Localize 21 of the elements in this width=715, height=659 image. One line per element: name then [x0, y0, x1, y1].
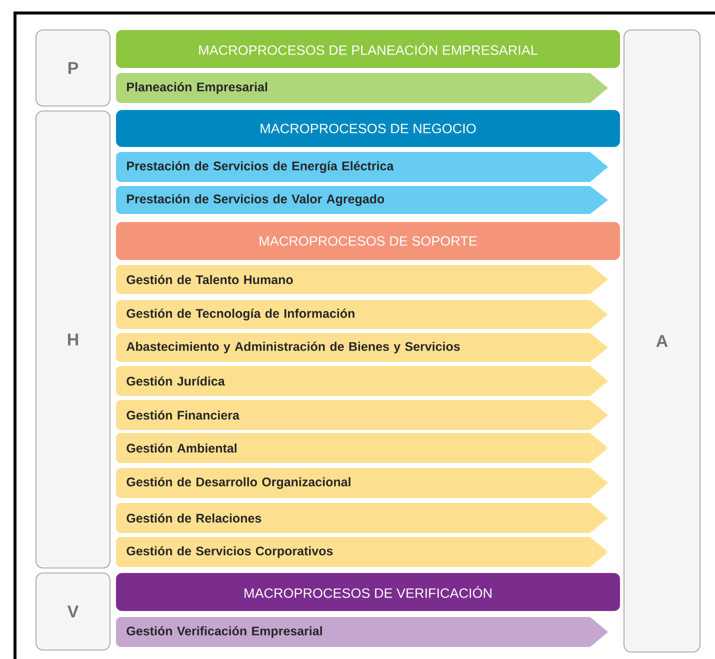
process-bar: Gestión Ambiental — [116, 433, 608, 463]
category-banner: MACROPROCESOS DE PLANEACIÓN EMPRESARIAL — [116, 30, 620, 68]
process-bar: Gestión de Tecnología de Información — [116, 300, 608, 329]
category-banner: MACROPROCESOS DE VERIFICACIÓN — [116, 573, 620, 611]
process-bar: Gestión de Talento Humano — [116, 265, 608, 294]
process-bar: Gestión Verificación Empresarial — [116, 617, 608, 647]
process-bar: Gestión de Relaciones — [116, 503, 608, 533]
process-bar: Prestación de Servicios de Valor Agregado — [116, 186, 608, 214]
process-bar: Gestión Financiera — [116, 400, 608, 430]
category-banner: MACROPROCESOS DE NEGOCIO — [116, 110, 620, 147]
process-bar: Abastecimiento y Administración de Bienes y Servicios — [116, 333, 608, 362]
process-bar: Prestación de Servicios de Energía Eléctrica — [116, 152, 608, 182]
stage-box: P — [36, 30, 110, 106]
stage-box: V — [36, 572, 110, 650]
process-bar: Planeación Empresarial — [116, 73, 608, 103]
stage-box: H — [36, 110, 110, 568]
process-bar: Gestión de Servicios Corporativos — [116, 537, 608, 567]
stage-box: A — [624, 30, 700, 652]
category-banner: MACROPROCESOS DE SOPORTE — [116, 222, 620, 260]
process-bar: Gestión Jurídica — [116, 366, 608, 396]
process-bar: Gestión de Desarrollo Organizacional — [116, 468, 608, 498]
